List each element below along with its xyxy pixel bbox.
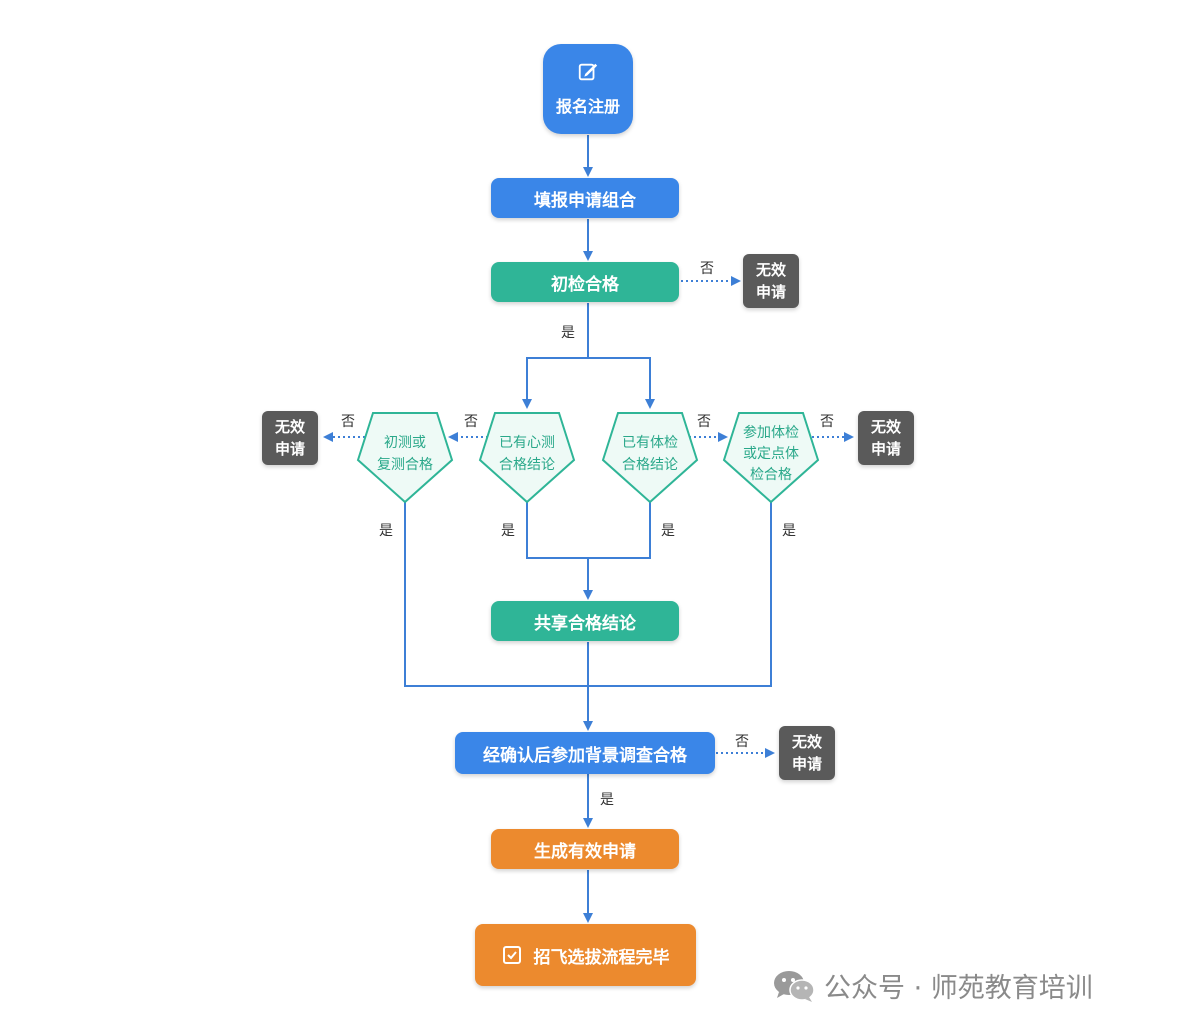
edge-label-yes-d2: 是 — [501, 523, 515, 539]
line-d3-yes — [588, 502, 651, 559]
decision-2-line-2: 合格结论 — [499, 457, 555, 473]
invalid-application-box-top: 无效 申请 — [743, 254, 799, 308]
line-split-right — [588, 357, 655, 409]
start-node: 报名注册 — [543, 44, 633, 134]
edge-label-no-initial: 否 — [700, 261, 714, 277]
line-split-left — [522, 357, 588, 409]
complete-node: 招飞选拔流程完毕 — [475, 924, 696, 986]
invalid-line-2: 申请 — [274, 440, 305, 458]
edge-label-yes-bg: 是 — [600, 792, 614, 808]
generate-valid-node: 生成有效申请 — [491, 829, 679, 869]
edit-icon — [578, 63, 598, 81]
decision-1-label: 初测或 复测合格 — [360, 418, 450, 490]
background-check-label: 经确认后参加背景调查合格 — [483, 745, 687, 766]
edge-label-yes-d4: 是 — [782, 523, 796, 539]
edge-label-no-d1: 否 — [341, 414, 355, 430]
edge-label-yes-d1: 是 — [379, 523, 393, 539]
initial-check-label: 初检合格 — [551, 274, 619, 295]
invalid-line-1: 无效 — [755, 261, 786, 279]
background-check-node: 经确认后参加背景调查合格 — [455, 732, 715, 774]
generate-valid-label: 生成有效申请 — [534, 841, 636, 862]
invalid-line-2: 申请 — [755, 283, 786, 301]
decision-1-line-1: 初测或 — [384, 435, 426, 451]
invalid-line-1: 无效 — [870, 418, 901, 436]
invalid-line-2: 申请 — [870, 440, 901, 458]
line-d1-yes — [404, 502, 588, 687]
invalid-line-1: 无效 — [274, 418, 305, 436]
decision-2-line-1: 已有心测 — [499, 435, 555, 451]
edge-label-yes-initial: 是 — [561, 325, 575, 341]
checkbox-icon — [502, 946, 521, 964]
edge-label-no-bg: 否 — [735, 734, 749, 750]
wechat-icon — [774, 970, 815, 1002]
decision-4-line-1: 参加体检 — [743, 424, 799, 441]
line-d4-yes — [588, 502, 772, 687]
decision-4-line-3: 检合格 — [750, 466, 792, 483]
line-d2-yes — [526, 502, 588, 559]
invalid-application-box-right: 无效 申请 — [858, 411, 914, 465]
decision-shape-4 — [722, 412, 820, 504]
invalid-application-box-left: 无效 申请 — [262, 411, 318, 465]
decision-shape-2 — [478, 412, 576, 504]
fill-application-node: 填报申请组合 — [491, 178, 679, 218]
complete-label: 招飞选拔流程完毕 — [533, 947, 670, 968]
decision-3-label: 已有体检 合格结论 — [605, 418, 695, 490]
decision-3-line-2: 合格结论 — [622, 457, 678, 473]
initial-check-node: 初检合格 — [491, 262, 679, 302]
shared-result-label: 共享合格结论 — [534, 613, 636, 634]
decision-4-label: 参加体检 或定点体 检合格 — [726, 416, 816, 492]
decision-3-line-1: 已有体检 — [622, 435, 678, 451]
edge-label-no-d4: 否 — [820, 414, 834, 430]
invalid-application-box-bottom: 无效 申请 — [779, 726, 835, 780]
decision-2-label: 已有心测 合格结论 — [482, 418, 572, 490]
fill-application-label: 填报申请组合 — [534, 190, 636, 211]
watermark-text: 公众号 · 师苑教育培训 — [824, 973, 1093, 1004]
decision-4-line-2: 或定点体 — [743, 445, 799, 462]
decision-shape-3 — [601, 412, 699, 504]
watermark: 公众号 · 师苑教育培训 — [772, 966, 1093, 1005]
invalid-line-1: 无效 — [791, 733, 822, 751]
edge-label-yes-d3: 是 — [661, 523, 675, 539]
edge-label-no-d2: 否 — [464, 414, 478, 430]
shared-result-node: 共享合格结论 — [491, 601, 679, 641]
decision-shape-1 — [356, 412, 454, 504]
edge-label-no-d3: 否 — [697, 414, 711, 430]
decision-1-line-2: 复测合格 — [377, 457, 433, 473]
invalid-line-2: 申请 — [791, 755, 822, 773]
start-label: 报名注册 — [555, 97, 620, 116]
